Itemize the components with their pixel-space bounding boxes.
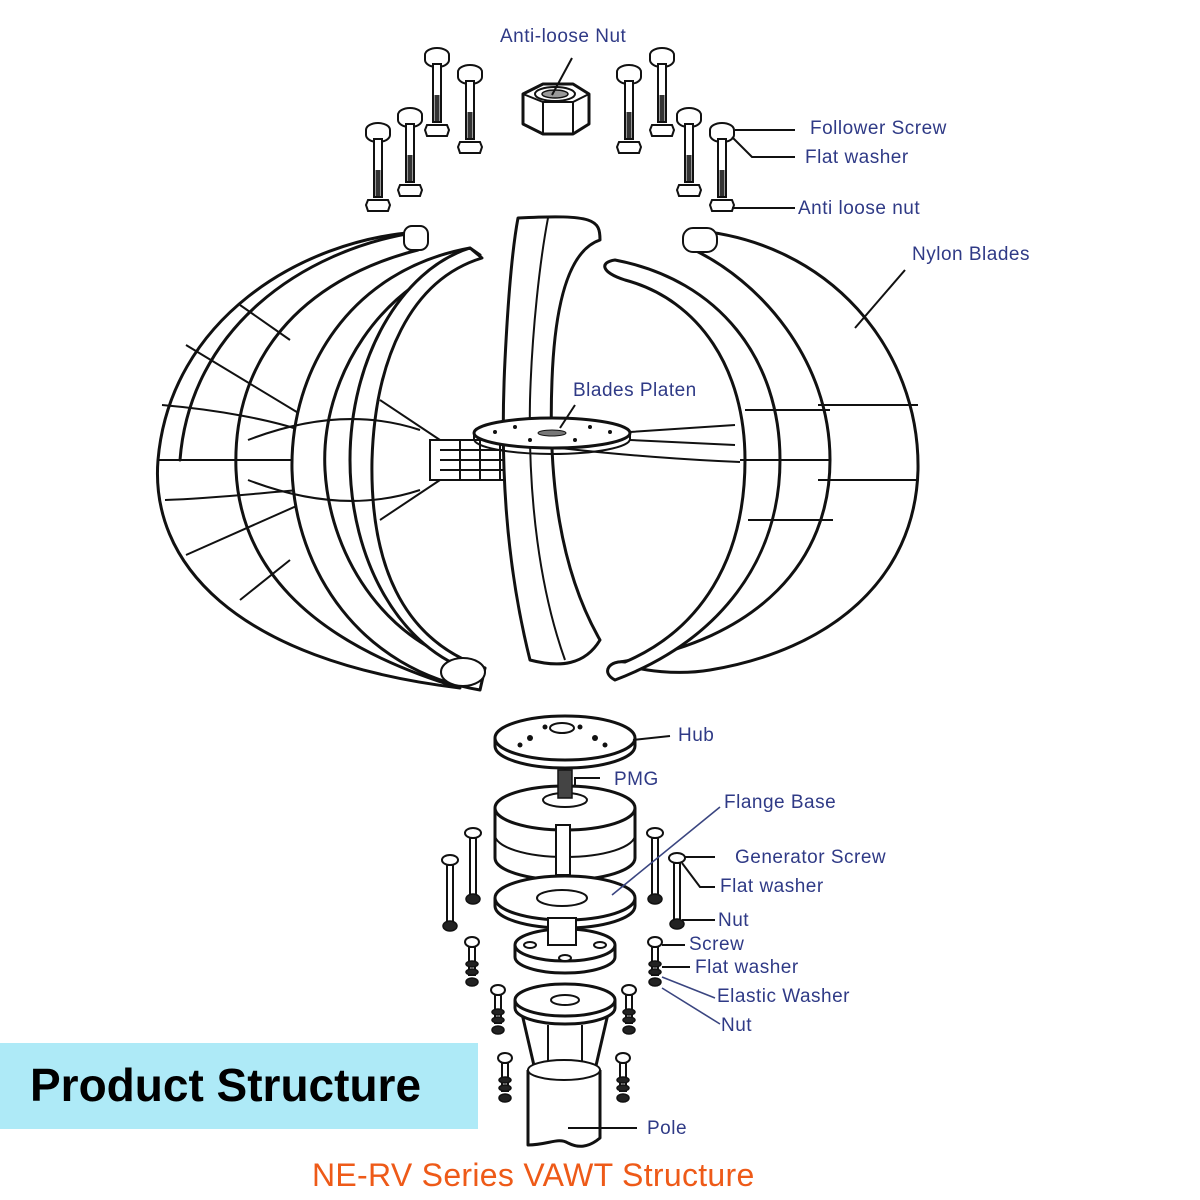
label-hub: Hub — [678, 725, 715, 746]
label-follower-screw: Follower Screw — [810, 118, 947, 139]
nylon-blade-right — [603, 227, 920, 682]
title-banner — [0, 1043, 478, 1129]
label-anti-loose-nut: Anti-loose Nut — [500, 26, 627, 47]
label-nut-generator: Nut — [718, 910, 750, 931]
label-pmg: PMG — [614, 769, 659, 790]
hub-part — [493, 714, 637, 770]
label-anti-loose-nut-side: Anti loose nut — [798, 198, 921, 219]
pmg-part — [493, 769, 637, 882]
pole-part — [526, 1059, 602, 1148]
label-flat-washer-base: Flat washer — [695, 957, 799, 978]
label-flange-base: Flange Base — [724, 792, 837, 813]
label-nut-base: Nut — [721, 1015, 753, 1036]
page-title: Product Structure — [30, 1059, 422, 1111]
label-blades-platen: Blades Platen — [573, 380, 697, 401]
follower-screws-left — [366, 48, 482, 211]
label-nylon-blades: Nylon Blades — [912, 244, 1030, 265]
diagram-subtitle: NE-RV Series VAWT Structure — [312, 1157, 755, 1193]
label-pole: Pole — [647, 1118, 688, 1139]
label-generator-screw: Generator Screw — [735, 847, 887, 868]
flange-connector-part — [513, 917, 617, 975]
label-elastic-washer: Elastic Washer — [717, 986, 850, 1007]
pole-flange-part — [513, 982, 617, 1072]
leader-lines — [551, 57, 906, 1129]
label-flat-washer-generator: Flat washer — [720, 876, 824, 897]
label-flat-washer-top: Flat washer — [805, 147, 909, 168]
follower-screws-right — [617, 48, 734, 211]
label-screw-base: Screw — [689, 934, 745, 955]
nylon-blade-left-inner — [290, 246, 487, 692]
anti-loose-nut-part — [521, 82, 591, 136]
blades-platen-part — [472, 416, 741, 463]
